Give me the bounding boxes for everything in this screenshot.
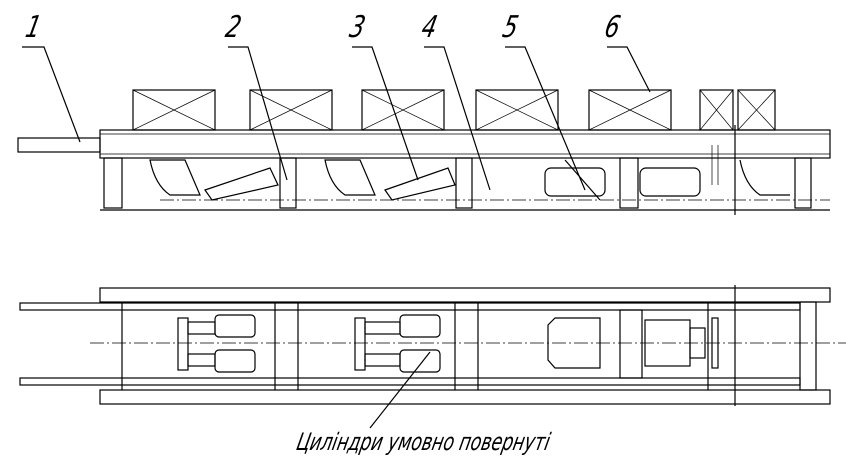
- cylinders-side: [149, 145, 790, 201]
- legs: [103, 157, 812, 209]
- side-view: [17, 89, 831, 215]
- cross-members: [121, 285, 817, 406]
- leader-lines: [22, 46, 651, 429]
- rod-1: [17, 137, 101, 153]
- cylinders-plan: [177, 314, 719, 373]
- plan-view: [19, 285, 846, 406]
- caption-note: Циліндри умовно повернуті: [294, 428, 553, 456]
- load-boxes: [132, 89, 776, 131]
